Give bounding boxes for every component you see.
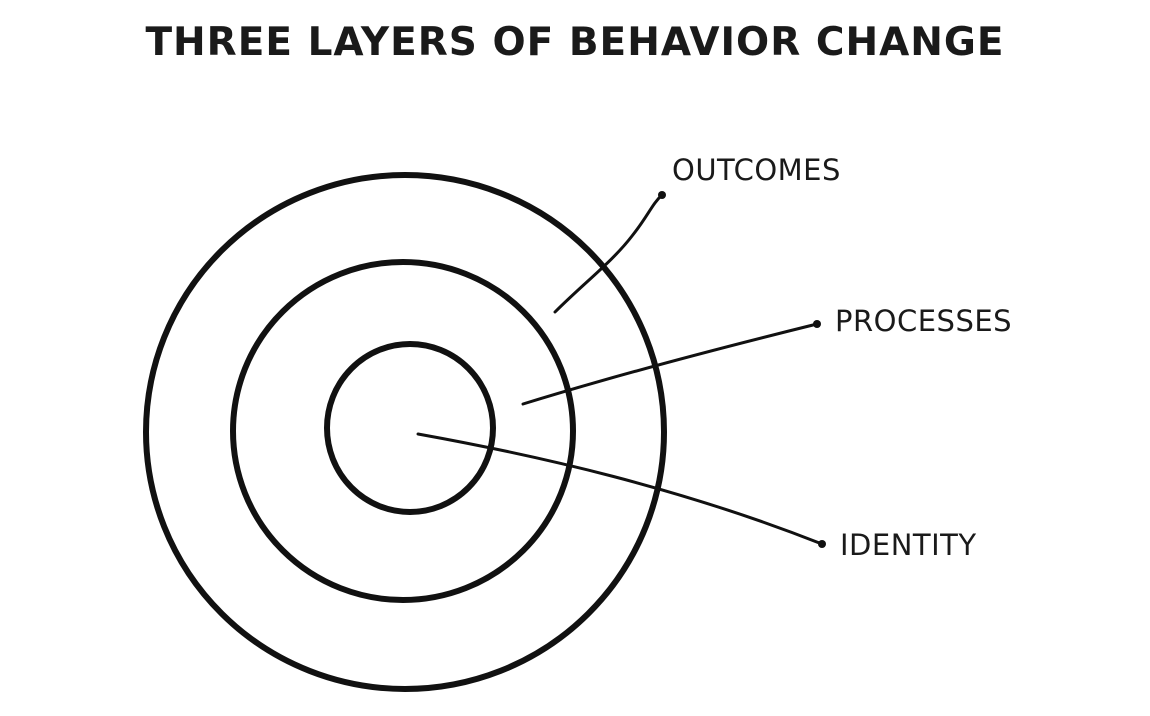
processes-leader-dot <box>813 320 821 328</box>
inner-ring-identity <box>324 341 496 515</box>
identity-leader-line <box>416 432 824 546</box>
middle-ring-processes <box>230 259 576 603</box>
processes-leader-line <box>521 322 819 406</box>
outcomes-label: OUTCOMES <box>672 153 841 187</box>
outer-ring-outcomes <box>143 172 667 692</box>
processes-label: PROCESSES <box>835 304 1013 338</box>
outcomes-leader-line <box>553 193 664 314</box>
identity-label: IDENTITY <box>840 528 977 562</box>
diagram-title: THREE LAYERS OF BEHAVIOR CHANGE <box>145 20 1005 65</box>
identity-leader-dot <box>818 540 826 548</box>
outcomes-leader-dot <box>658 191 666 199</box>
